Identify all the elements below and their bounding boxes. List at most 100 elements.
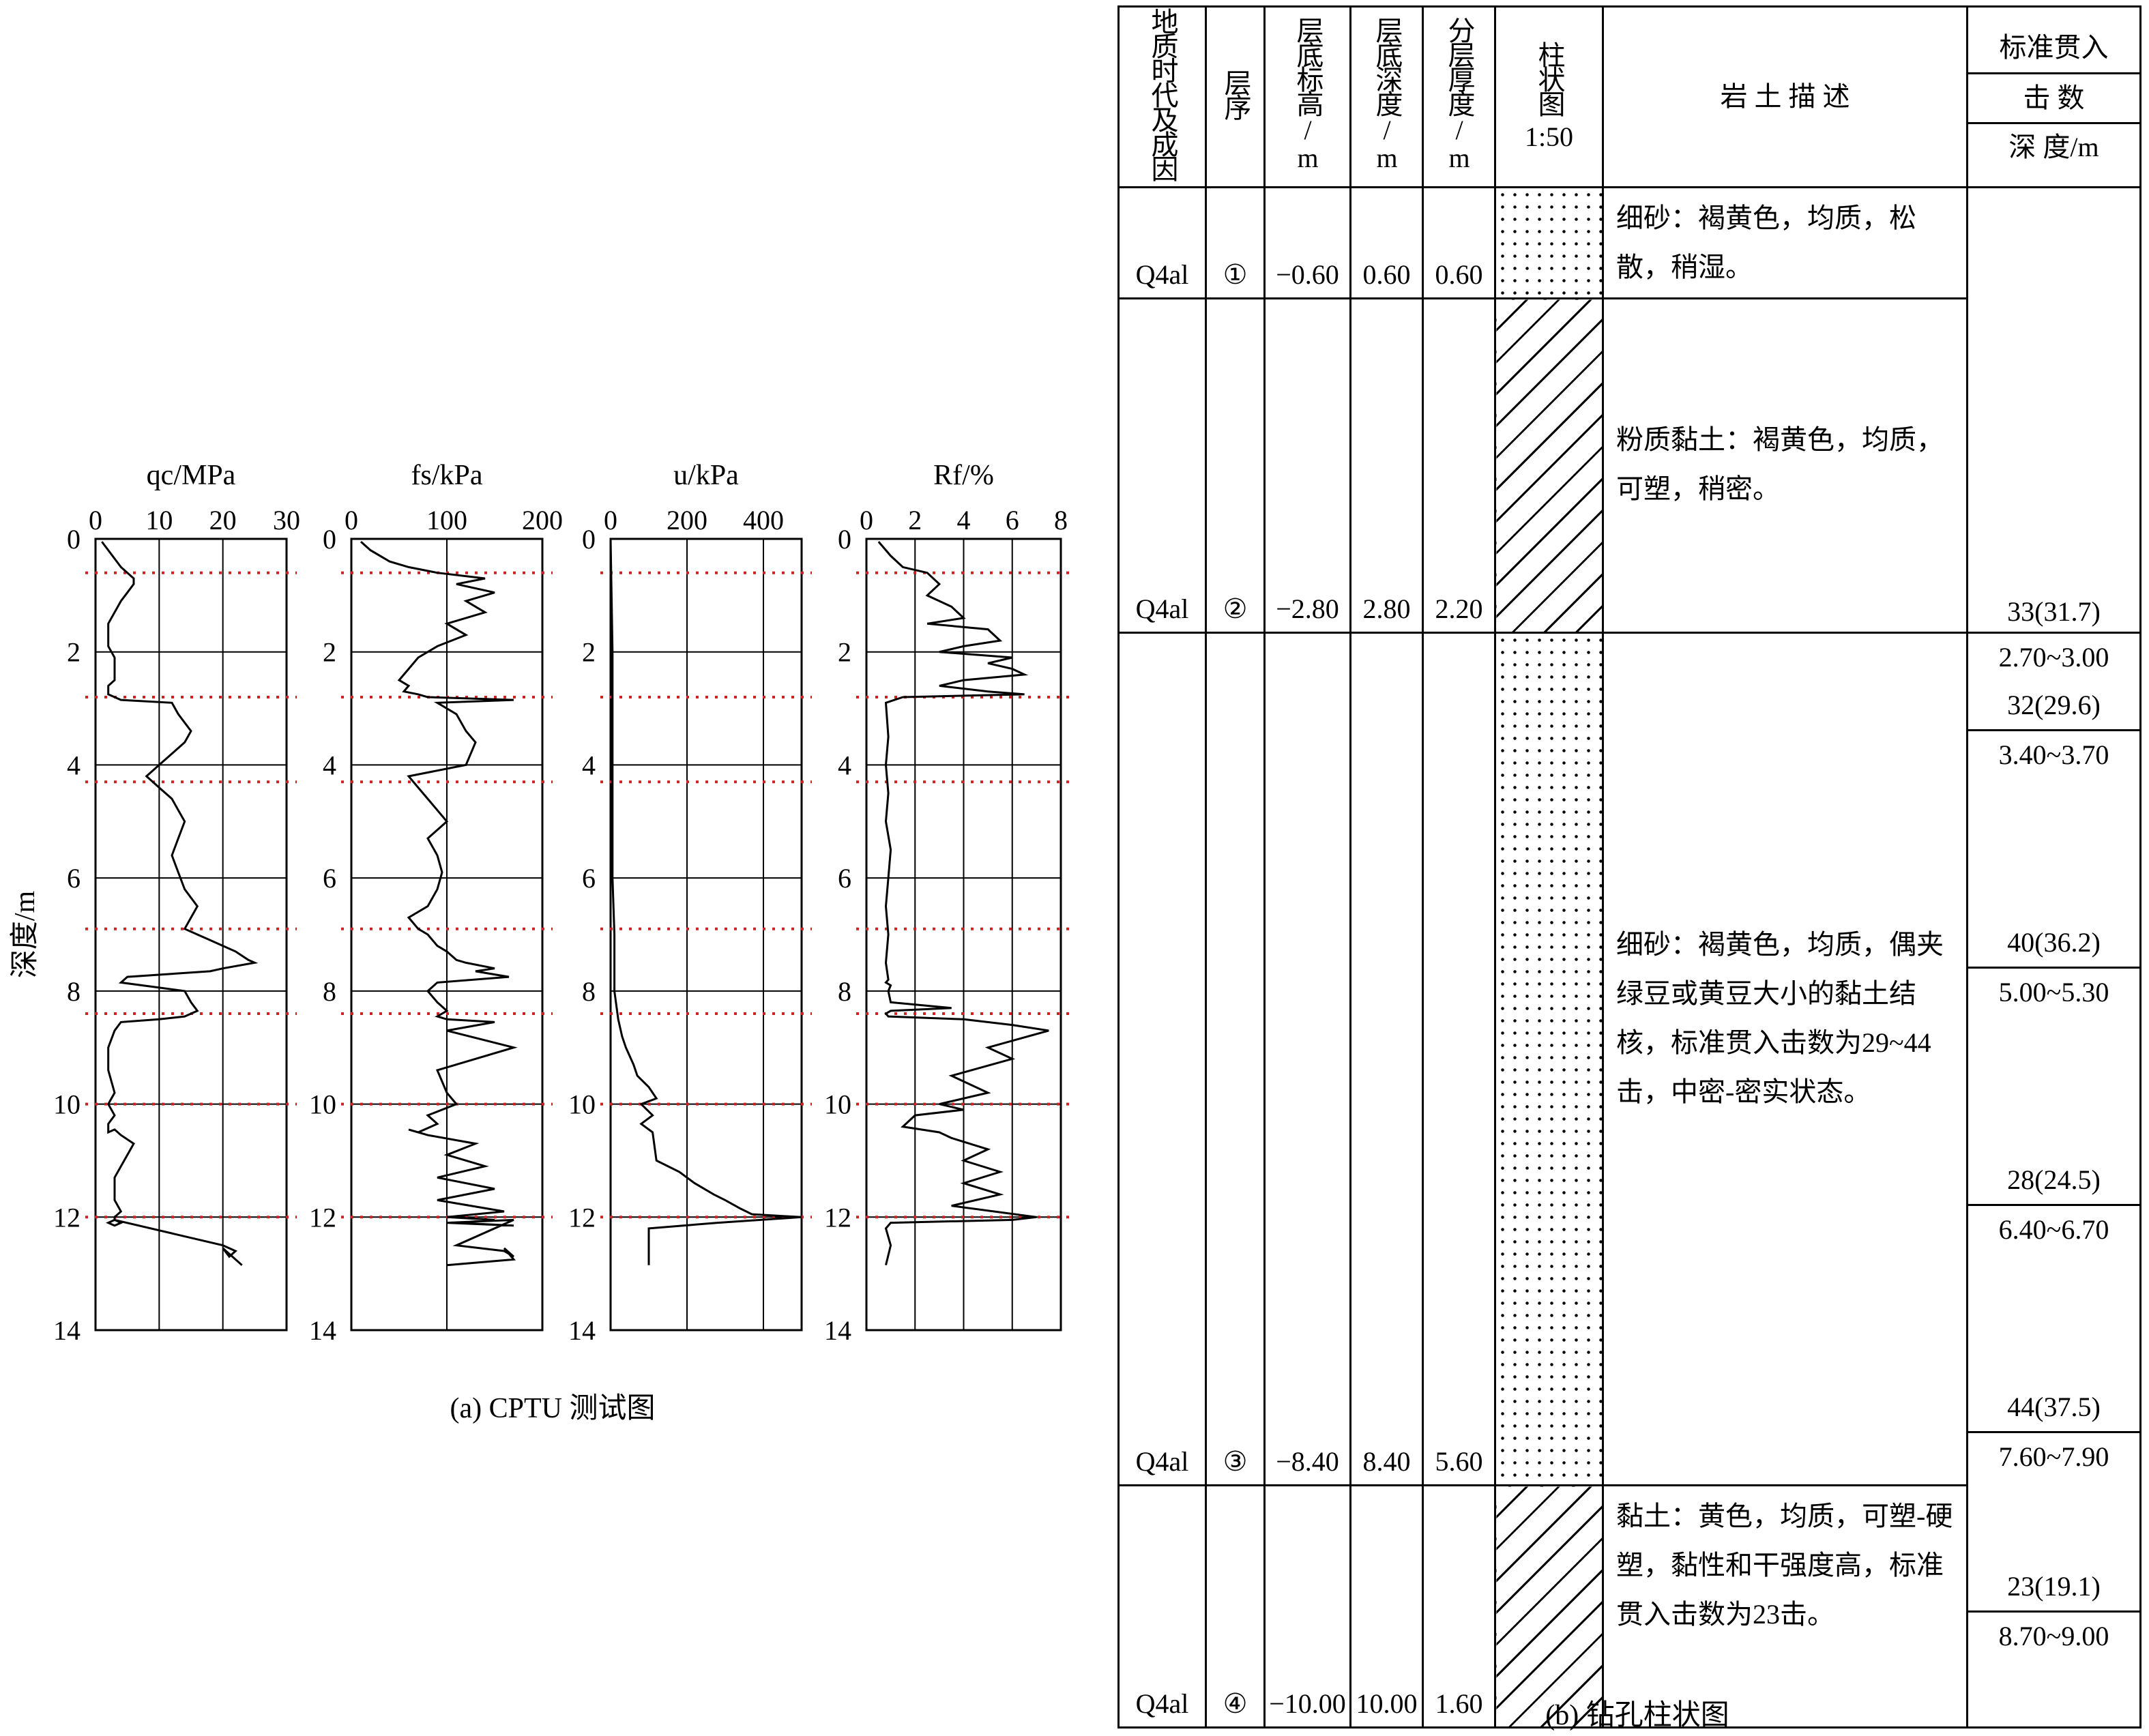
spt-count: 33(31.7) — [2007, 596, 2101, 627]
column-symbol-sand — [1494, 186, 1604, 299]
panel-frame — [609, 538, 803, 1332]
y-tick-label: 12 — [824, 1202, 851, 1233]
x-tick-label: 8 — [1054, 505, 1068, 535]
y-tick-label: 10 — [824, 1089, 851, 1120]
y-tick-label: 14 — [53, 1315, 81, 1346]
y-tick-label: 10 — [309, 1089, 336, 1120]
layer-age: Q4al — [1117, 1484, 1207, 1728]
layer-seq: ① — [1205, 186, 1266, 299]
column-symbol-sand — [1494, 632, 1604, 1486]
header-spt: 标准贯入 击 数 深 度/m — [1966, 5, 2141, 188]
y-tick-label: 4 — [323, 750, 336, 780]
column-symbol-clay — [1494, 1484, 1604, 1728]
header-spt-depth: 深 度/m — [2008, 132, 2099, 162]
header-depth: 层底深度/m — [1349, 5, 1424, 188]
layer-seq: ④ — [1205, 1484, 1266, 1728]
y-tick-label: 2 — [67, 637, 81, 668]
layer-age: Q4al — [1117, 632, 1207, 1486]
y-tick-label: 14 — [568, 1315, 596, 1346]
y-tick-label: 6 — [582, 863, 596, 894]
y-tick-label: 0 — [323, 524, 336, 555]
panel-frame — [865, 538, 1062, 1332]
y-tick-label: 4 — [582, 750, 596, 780]
y-tick-label: 4 — [67, 750, 81, 780]
layer-desc: 黏土：黄色，均质，可塑-硬塑，黏性和干强度高，标准贯入击数为23击。 — [1602, 1484, 1968, 1728]
series-line — [360, 540, 518, 1267]
caption-b: (b) 钻孔柱状图 — [1545, 1700, 1729, 1731]
y-tick-label: 0 — [838, 524, 851, 555]
layer-seq: ③ — [1205, 632, 1266, 1486]
y-tick-label: 6 — [323, 863, 336, 894]
x-axis-label: u/kPa — [673, 460, 739, 491]
x-tick-label: 400 — [743, 505, 784, 535]
spt-count: 44(37.5) — [1968, 1383, 2139, 1433]
x-axis-label: qc/MPa — [147, 460, 236, 491]
layer-elev: −8.40 — [1263, 632, 1351, 1486]
y-tick-label: 0 — [67, 524, 81, 555]
x-tick-label: 6 — [1006, 505, 1019, 535]
header-spt-title: 标准贯入 — [1968, 23, 2139, 74]
y-tick-label: 6 — [67, 863, 81, 894]
y-tick-label: 4 — [838, 750, 851, 780]
x-tick-label: 200 — [667, 505, 707, 535]
header-col-scale: 1:50 — [1524, 121, 1574, 152]
header-col: 柱状图 1:50 — [1494, 5, 1604, 188]
x-tick-label: 0 — [345, 505, 358, 535]
layer-thick: 5.60 — [1422, 632, 1496, 1486]
column-symbol-silty-clay — [1494, 297, 1604, 634]
x-tick-label: 0 — [604, 505, 617, 535]
layer-depth: 10.00 — [1349, 1484, 1424, 1728]
x-tick-label: 4 — [957, 505, 971, 535]
layer-thick: 2.20 — [1422, 297, 1496, 634]
series-line — [609, 538, 802, 1265]
caption-a: (a) CPTU 测试图 — [450, 1393, 656, 1424]
x-tick-label: 100 — [426, 505, 467, 535]
layer-desc: 粉质黏土：褐黄色，均质，可塑，稍密。 — [1602, 297, 1968, 634]
x-axis-label: Rf/% — [933, 460, 994, 491]
series-line — [877, 541, 1049, 1266]
x-tick-label: 10 — [145, 505, 173, 535]
spt-cell: 33(31.7) — [1966, 186, 2141, 634]
spt-depth: 7.60~7.90 — [1998, 1441, 2109, 1472]
y-tick-label: 8 — [838, 976, 851, 1007]
y-tick-label: 6 — [838, 863, 851, 894]
layer-elev: −10.00 — [1263, 1484, 1351, 1728]
layer-depth: 2.80 — [1349, 297, 1424, 634]
y-tick-label: 12 — [568, 1202, 596, 1233]
table-header-row: 地质时代及成因 层序 层底标高/m 层底深度/m 分层厚度/m 柱状图 1:50… — [1117, 5, 2141, 188]
x-axis-label: fs/kPa — [411, 460, 483, 491]
spt-count: 28(24.5) — [1968, 1156, 2139, 1206]
header-spt-count: 击 数 — [1968, 74, 2139, 124]
layer-desc: 细砂：褐黄色，均质，松散，稍湿。 — [1602, 186, 1968, 299]
spt-count: 40(36.2) — [1968, 919, 2139, 969]
spt-depth: 2.70~3.00 — [1998, 642, 2109, 673]
y-tick-label: 12 — [309, 1202, 336, 1233]
layer-age: Q4al — [1117, 186, 1207, 299]
layer-elev: −0.60 — [1263, 186, 1351, 299]
y-tick-label: 0 — [582, 524, 596, 555]
layer-thick: 0.60 — [1422, 186, 1496, 299]
x-tick-label: 0 — [89, 505, 102, 535]
layer-thick: 1.60 — [1422, 1484, 1496, 1728]
y-tick-label: 12 — [53, 1202, 81, 1233]
layer-depth: 0.60 — [1349, 186, 1424, 299]
spt-count: 23(19.1) — [1968, 1563, 2139, 1613]
y-axis-label: 深度/m — [10, 891, 41, 979]
table-row: Q4al ③ −8.40 8.40 5.60 细砂：褐黄色，均质，偶夹绿豆或黄豆… — [1117, 632, 2141, 1728]
table-row: Q4al ② −2.80 2.80 2.20 粉质黏土：褐黄色，均质，可塑，稍密… — [1117, 297, 2141, 634]
y-tick-label: 2 — [838, 637, 851, 668]
spt-count: 32(29.6) — [1968, 681, 2139, 731]
spt-depth: 8.70~9.00 — [1998, 1621, 2109, 1651]
y-tick-label: 2 — [582, 637, 596, 668]
spt-depth: 3.40~3.70 — [1998, 739, 2109, 770]
layer-elev: −2.80 — [1263, 297, 1351, 634]
borehole-log-table: 地质时代及成因 层序 层底标高/m 层底深度/m 分层厚度/m 柱状图 1:50… — [1117, 5, 2141, 1728]
y-tick-label: 14 — [309, 1315, 336, 1346]
panel-frame — [94, 538, 288, 1332]
y-tick-label: 10 — [53, 1089, 81, 1120]
spt-depth: 6.40~6.70 — [1998, 1214, 2109, 1245]
layer-age: Q4al — [1117, 297, 1207, 634]
y-tick-label: 14 — [824, 1315, 851, 1346]
layer-desc: 细砂：褐黄色，均质，偶夹绿豆或黄豆大小的黏土结核，标准贯入击数为29~44击，中… — [1602, 632, 1968, 1486]
x-tick-label: 20 — [209, 505, 237, 535]
